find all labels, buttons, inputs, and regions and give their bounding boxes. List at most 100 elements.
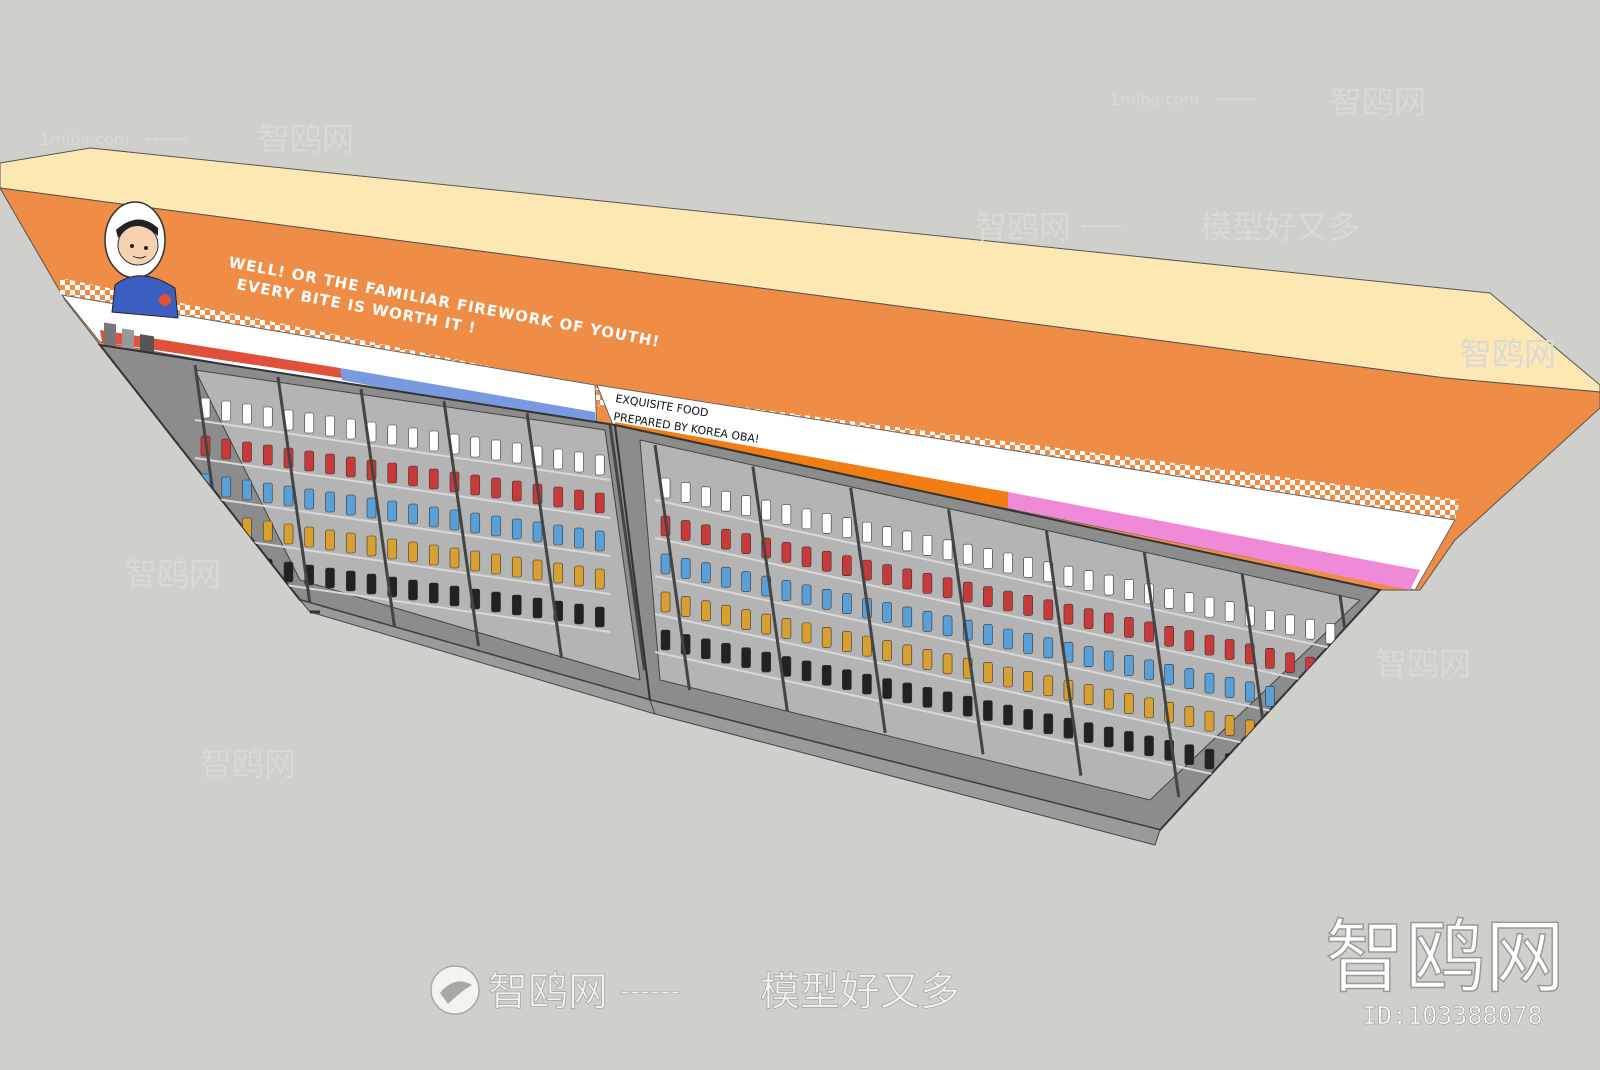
bottle — [1124, 655, 1134, 676]
door-frame — [1142, 551, 1181, 798]
door-frame — [276, 376, 314, 623]
bottle — [491, 591, 501, 613]
bottle — [1204, 748, 1215, 770]
bottle — [1083, 684, 1094, 705]
bottle — [1124, 731, 1134, 752]
bottle — [325, 415, 335, 437]
bottle — [1144, 735, 1154, 757]
bottle — [1224, 601, 1235, 622]
bottle — [532, 521, 543, 543]
bottle — [902, 606, 913, 628]
bottle — [366, 573, 377, 595]
bottle — [962, 695, 973, 717]
bottle — [594, 568, 605, 590]
watermark-site-1: 1miba.com — [40, 130, 129, 149]
bottle — [553, 448, 564, 470]
mascot-icon — [104, 201, 179, 319]
bottle — [862, 635, 872, 657]
bottle — [983, 700, 993, 721]
bottle — [922, 573, 933, 594]
bottle — [761, 499, 772, 521]
bottle — [1265, 610, 1275, 631]
bottle — [221, 476, 232, 498]
bottle — [1144, 697, 1154, 719]
watermark-dashes-3: ------ — [1080, 213, 1123, 237]
bottle — [1023, 595, 1033, 616]
door-frame — [849, 487, 887, 734]
bottle — [470, 436, 481, 458]
bottle — [882, 678, 892, 699]
door-frame — [525, 412, 563, 659]
bottle — [801, 546, 812, 568]
watermark-site-2: 1miba.com — [1110, 90, 1199, 109]
bottle — [680, 482, 691, 503]
bottle — [242, 517, 252, 539]
bottle — [325, 567, 335, 589]
bottle — [283, 561, 294, 583]
door-frame — [653, 444, 691, 691]
bottle — [882, 526, 892, 547]
bottle — [1325, 661, 1336, 682]
bottle — [387, 538, 398, 560]
right-cabinet — [613, 423, 1382, 846]
bottle — [801, 660, 812, 682]
bottle — [304, 412, 315, 434]
shelf-line — [654, 575, 1341, 727]
bottle — [1305, 618, 1316, 640]
bottle — [262, 558, 273, 580]
bottle — [1083, 608, 1094, 629]
bottle — [1204, 672, 1215, 694]
bottle — [781, 504, 792, 525]
shelf-line — [194, 495, 611, 557]
bottle — [1083, 722, 1094, 743]
bottle — [842, 555, 852, 577]
brand-logo-icon — [104, 322, 154, 357]
bottle — [1244, 681, 1255, 703]
watermark-dashes-bottom: ------ — [620, 974, 681, 1007]
bottle — [1265, 762, 1275, 783]
bottle — [491, 515, 501, 537]
watermark-brand-big: 智鸥网 — [1325, 911, 1565, 1004]
bottle — [741, 647, 751, 668]
bottle — [801, 622, 812, 644]
watermark-brand-bottom: 智鸥网 — [488, 969, 608, 1015]
bottle — [781, 580, 792, 601]
watermark-brand-1: 智鸥网 — [258, 120, 354, 158]
bottle — [741, 495, 751, 516]
bottle — [1003, 628, 1013, 650]
bottle — [262, 520, 273, 542]
bottle — [304, 526, 315, 548]
bottle — [325, 529, 335, 551]
bottle — [1325, 775, 1336, 796]
bottle — [221, 514, 232, 536]
bottle — [1043, 637, 1054, 659]
bottle — [221, 400, 232, 422]
bottle — [882, 640, 892, 661]
bottle — [470, 550, 481, 572]
bottle — [387, 500, 398, 522]
bottle — [882, 602, 892, 623]
bottle — [553, 562, 564, 584]
bottle — [842, 593, 852, 615]
shelf-line — [194, 419, 611, 481]
bottle — [594, 530, 605, 552]
bottle — [842, 669, 852, 691]
bottle — [242, 555, 252, 577]
bottle — [262, 406, 273, 428]
bottle — [983, 624, 993, 645]
bottle — [574, 489, 584, 511]
bottle — [262, 482, 273, 504]
bottle — [821, 626, 832, 648]
bottle — [741, 609, 751, 630]
bottle — [428, 506, 439, 528]
bottle — [449, 547, 460, 569]
bottle — [922, 649, 933, 670]
bottle — [553, 524, 564, 546]
bottle — [574, 565, 584, 587]
bottle — [325, 491, 335, 513]
stripe-pink — [1008, 492, 1420, 590]
bottle — [1305, 770, 1316, 792]
bottle — [1124, 693, 1134, 714]
bottle — [680, 520, 691, 541]
bottle — [1184, 706, 1195, 728]
